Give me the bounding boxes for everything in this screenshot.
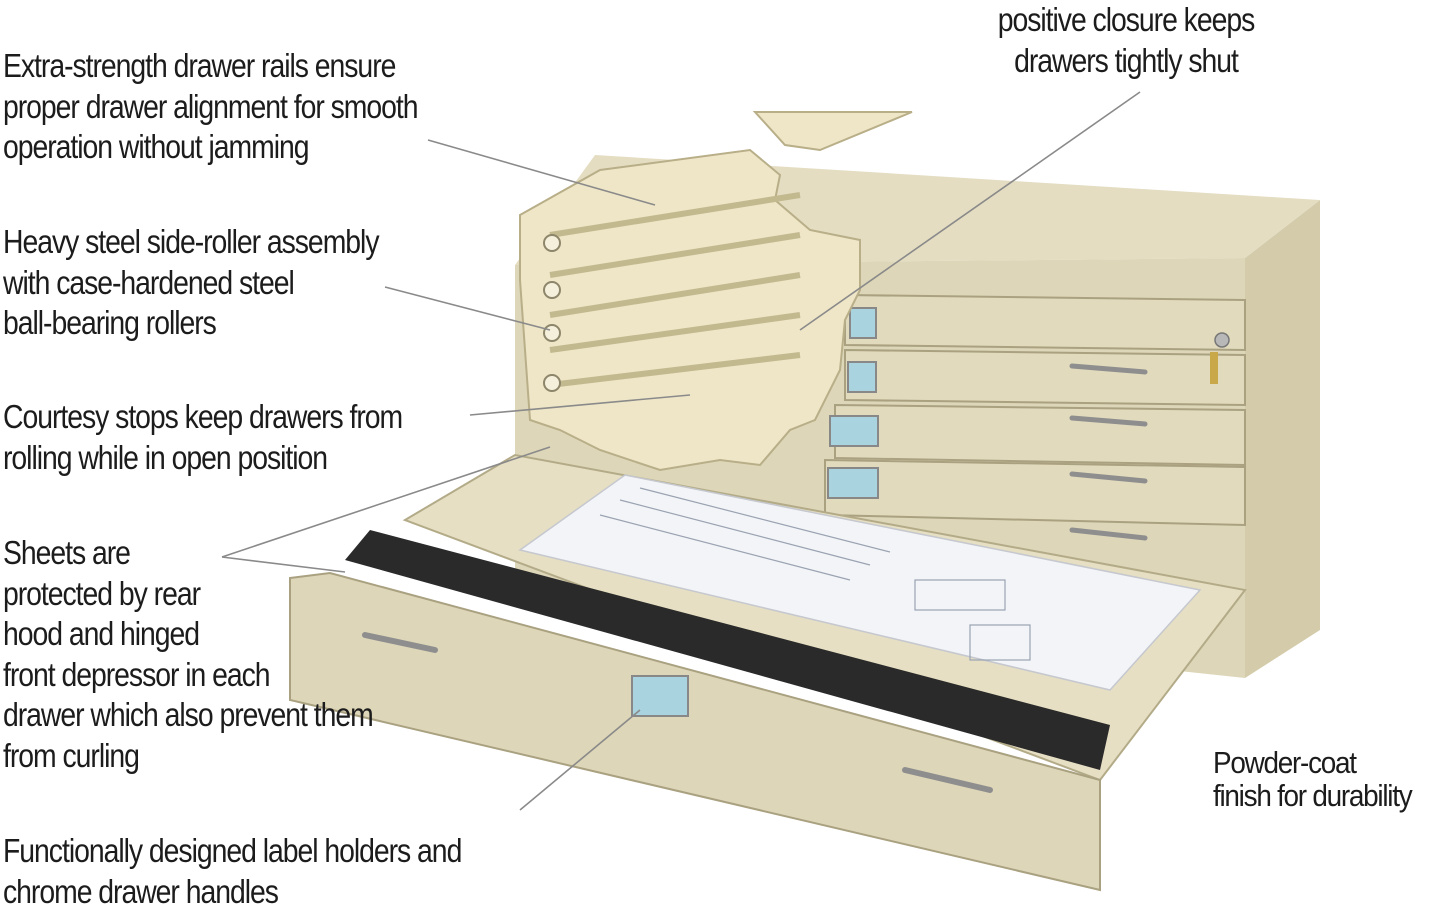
callout-line: positive closure keeps (997, 0, 1255, 41)
drawer-front-4 (825, 460, 1245, 525)
callout-line: ball-bearing rollers (3, 303, 378, 344)
callout-line: protected by rear (3, 574, 373, 615)
callout-side-roller-assembly: Heavy steel side-roller assembly with ca… (3, 222, 378, 344)
callout-line: proper drawer alignment for smooth (3, 87, 417, 128)
label-holder-3 (830, 416, 878, 446)
callout-line: Extra-strength drawer rails ensure (3, 46, 417, 87)
top-cutaway-window (755, 112, 912, 150)
callout-drawer-rails: Extra-strength drawer rails ensure prope… (3, 46, 417, 168)
callout-courtesy-stops: Courtesy stops keep drawers from rolling… (3, 397, 402, 478)
drawer-front-1 (845, 295, 1245, 350)
callout-line: with case-hardened steel (3, 263, 378, 304)
lock-icon (1215, 333, 1229, 347)
label-holder-1 (850, 308, 876, 338)
callout-positive-closure: positive closure keeps drawers tightly s… (997, 0, 1255, 81)
callout-line: chrome drawer handles (3, 872, 461, 912)
drawer-front-3 (835, 405, 1245, 465)
callout-sheet-protection: Sheets are protected by rear hood and hi… (3, 533, 373, 776)
callout-line: Sheets are (3, 533, 373, 574)
roller-4 (544, 375, 560, 391)
callout-line: Courtesy stops keep drawers from (3, 397, 402, 438)
callout-line: Functionally designed label holders and (3, 831, 461, 872)
callout-line: rolling while in open position (3, 438, 402, 479)
roller-2 (544, 282, 560, 298)
callout-line: drawer which also prevent them (3, 695, 373, 736)
drawer-fronts (825, 295, 1245, 525)
label-holder-2 (848, 362, 876, 392)
key-icon (1210, 352, 1218, 384)
callout-label-holders-handles: Functionally designed label holders and … (3, 831, 461, 912)
roller-1 (544, 235, 560, 251)
callout-powder-coat: Powder-coat finish for durability (1213, 746, 1411, 812)
roller-3 (544, 325, 560, 341)
callout-line: drawers tightly shut (997, 41, 1255, 82)
callout-line: operation without jamming (3, 127, 417, 168)
callout-line: hood and hinged (3, 614, 373, 655)
callout-line: finish for durability (1213, 779, 1411, 812)
callout-line: from curling (3, 736, 373, 777)
label-holder-4 (828, 468, 878, 498)
callout-line: front depressor in each (3, 655, 373, 696)
callout-line: Powder-coat (1213, 746, 1411, 779)
drawer-front-2 (845, 350, 1245, 405)
label-holder-open-drawer (632, 676, 688, 716)
cabinet-side-panel (1245, 200, 1320, 678)
callout-line: Heavy steel side-roller assembly (3, 222, 378, 263)
